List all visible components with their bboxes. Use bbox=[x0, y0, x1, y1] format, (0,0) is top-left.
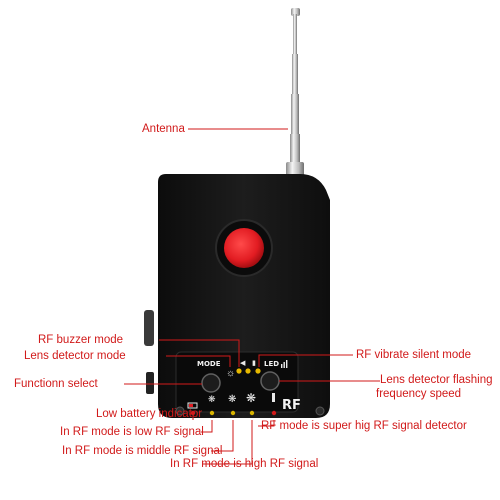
battery-leader bbox=[189, 413, 194, 420]
lens-flash-speed-callout-line1: Lens detector flashing bbox=[380, 374, 493, 386]
super-high-signal-icon bbox=[272, 393, 275, 402]
middle-signal-icon: ❋ bbox=[228, 394, 236, 405]
lens-flash-speed-callout-line2: frequency speed bbox=[376, 388, 462, 400]
lens-mode-leader bbox=[166, 355, 231, 367]
antenna-callout: Antenna bbox=[142, 123, 185, 135]
vibrate-icon: ▮ bbox=[252, 360, 256, 367]
screw-left bbox=[175, 406, 185, 416]
middle-signal-led bbox=[230, 410, 236, 416]
rf-middle-signal-callout: In RF mode is middle RF signal bbox=[62, 445, 223, 457]
low-battery-callout: Low battery indicator bbox=[96, 408, 203, 420]
callout-lines bbox=[124, 128, 380, 465]
buzzer-mode-led bbox=[236, 368, 242, 374]
lens-detector-icon bbox=[224, 228, 264, 268]
signal-bar-3 bbox=[286, 360, 288, 368]
high-signal-led bbox=[249, 410, 255, 416]
lens-mode-led bbox=[245, 368, 251, 374]
buzzer-leader bbox=[159, 339, 240, 367]
speaker-icon: ◀ bbox=[240, 360, 246, 367]
rf-high-signal-callout: In RF mode is high RF signal bbox=[170, 458, 319, 470]
vibrate-leader bbox=[258, 354, 353, 367]
mode-button[interactable] bbox=[201, 373, 221, 393]
rf-buzzer-mode-callout: RF buzzer mode bbox=[38, 334, 124, 346]
battery-fill bbox=[189, 404, 193, 407]
sparkle-icon: ☼ bbox=[226, 368, 235, 379]
led-button-label: LED bbox=[264, 360, 280, 368]
super-high-signal-led bbox=[271, 410, 277, 416]
high-signal-leader bbox=[203, 420, 253, 465]
lens-detector-mode-callout: Lens detector mode bbox=[24, 350, 126, 362]
function-select-callout: Functionn select bbox=[14, 378, 98, 390]
antenna-group bbox=[286, 8, 304, 178]
rf-vibrate-silent-mode-callout: RF vibrate silent mode bbox=[356, 349, 472, 361]
battery-icon bbox=[187, 402, 198, 409]
middle-signal-leader bbox=[211, 420, 234, 452]
super-high-leader bbox=[258, 420, 275, 427]
rf-low-signal-callout: In RF mode is low RF signal bbox=[60, 426, 204, 438]
high-signal-icon: ❋ bbox=[246, 391, 256, 405]
led-button[interactable] bbox=[260, 371, 280, 391]
antenna-segment-3 bbox=[291, 94, 299, 134]
side-switch[interactable] bbox=[146, 372, 154, 394]
antenna-segment-2 bbox=[292, 54, 298, 94]
antenna-segment-1 bbox=[293, 14, 297, 54]
side-clip bbox=[144, 310, 154, 346]
screw-right bbox=[315, 406, 325, 416]
signal-bar-1 bbox=[281, 364, 283, 368]
low-signal-leader bbox=[201, 420, 213, 433]
low-signal-led bbox=[209, 410, 215, 416]
rf-super-high-signal-callout: RF mode is super hig RF signal detector bbox=[261, 420, 467, 432]
vibrate-mode-led bbox=[255, 368, 261, 374]
antenna-segment-4 bbox=[290, 134, 300, 168]
signal-bar-2 bbox=[283, 362, 285, 368]
front-panel bbox=[175, 351, 299, 413]
mode-button-label: MODE bbox=[197, 360, 221, 368]
rf-label: RF bbox=[282, 398, 301, 413]
low-signal-icon: ❋ bbox=[208, 394, 216, 404]
